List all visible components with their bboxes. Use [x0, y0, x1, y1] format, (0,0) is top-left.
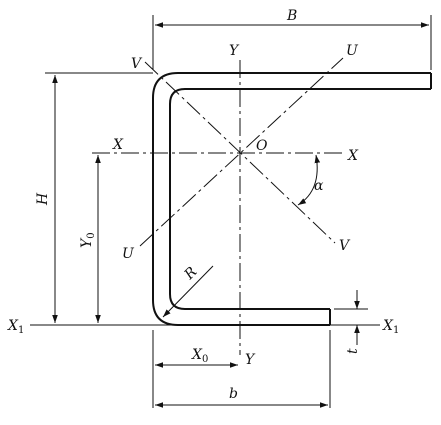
label-X-right: X [347, 148, 359, 164]
label-alpha: α [314, 178, 324, 194]
label-B: B [286, 8, 297, 24]
label-U-top: U [346, 43, 359, 59]
label-U-bottom: U [122, 246, 135, 262]
alpha-arc [297, 154, 321, 206]
label-R: R [181, 264, 201, 284]
label-X0: X0 [191, 347, 208, 365]
label-b: b [229, 386, 238, 402]
radius-leader [162, 265, 214, 318]
label-X1-right: X1 [382, 318, 399, 336]
label-V-bottom: V [339, 238, 351, 254]
label-H: H [35, 192, 51, 206]
label-V-top: V [131, 56, 143, 72]
label-t: t [345, 348, 361, 354]
label-Y-top: Y [229, 43, 240, 59]
label-Y0: Y0 [79, 232, 97, 248]
label-O: O [256, 138, 268, 154]
u-axis-line [139, 57, 344, 247]
label-Y-bottom: Y [245, 352, 256, 368]
label-X1-left: X1 [7, 318, 24, 336]
v-axis-line [144, 61, 336, 244]
channel-inner-outline [169, 88, 431, 310]
channel-outer-outline [152, 72, 431, 326]
label-X-left: X [112, 137, 124, 153]
